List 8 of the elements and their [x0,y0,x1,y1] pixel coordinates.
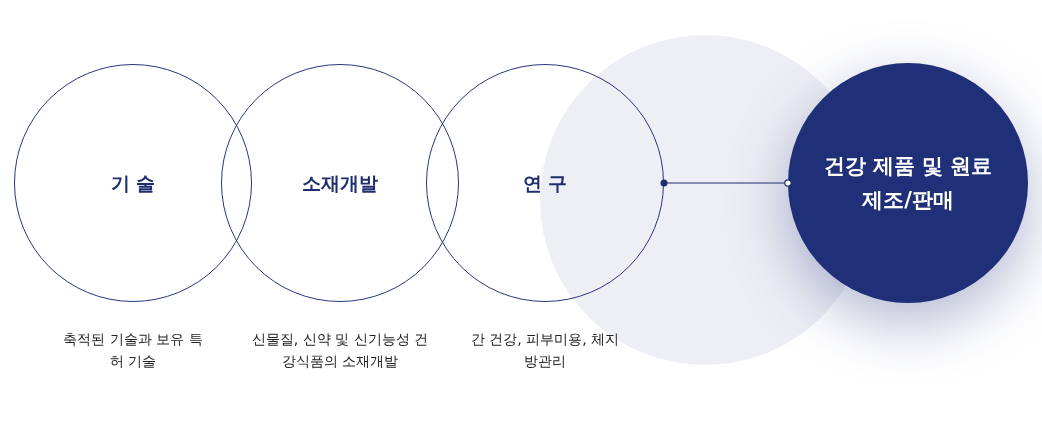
circle-title: 소재개발 [302,170,378,196]
circle-title: 연 구 [522,170,568,196]
circle-caption: 간 건강, 피부미용, 체지방관리 [469,330,621,371]
circle-title: 건강 제품 및 원료 제조/판매 [823,153,993,214]
circle-title: 기 술 [110,170,156,196]
circle-caption: 축적된 기술과 보유 특허 기술 [62,330,204,371]
circle-caption: 신물질, 신약 및 신기능성 건강식품의 소재개발 [250,330,430,371]
connector-line [660,179,792,187]
